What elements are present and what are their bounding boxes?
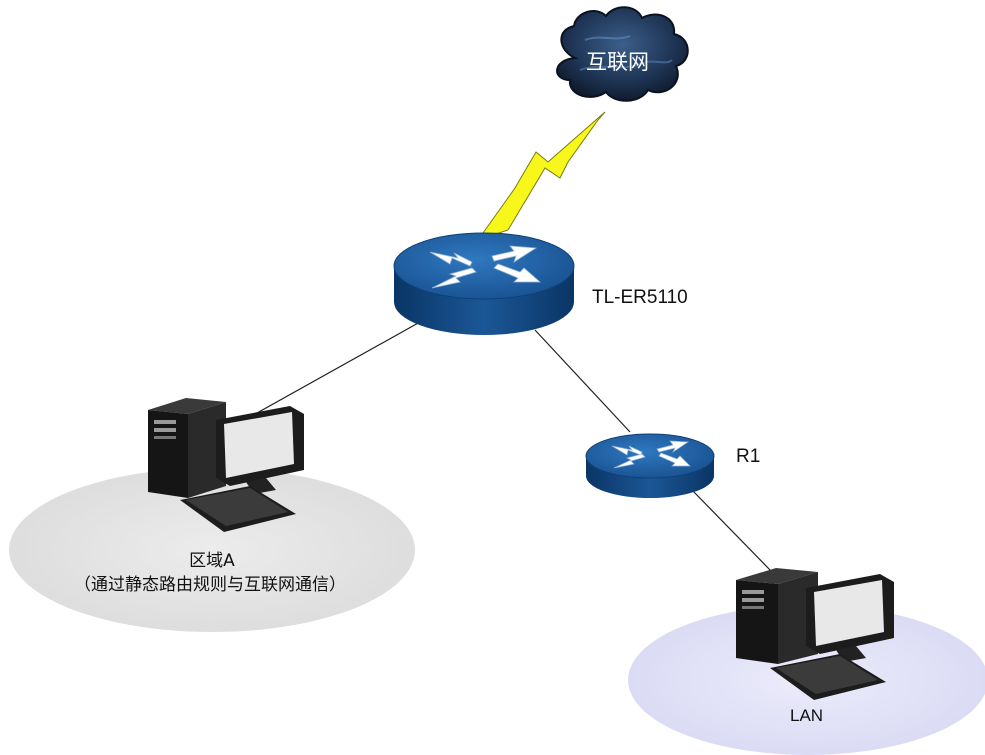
zone-area-a [9, 468, 415, 632]
router-tl-er5110-icon [393, 232, 575, 335]
internet-label: 互联网 [586, 50, 649, 74]
router-r1-icon [585, 433, 715, 498]
router-r1-label: R1 [736, 446, 761, 467]
zone-a-note: （通过静态路由规则与互联网通信） [74, 575, 346, 595]
zone-a-title: 区域A [189, 551, 235, 571]
link-r1-to-lan-pc [691, 489, 773, 573]
router-main-label: TL-ER5110 [592, 287, 688, 308]
computer-area-a-icon [148, 398, 304, 532]
internet-cloud-icon [556, 6, 689, 102]
link-main-to-r1 [534, 329, 631, 433]
wireless-link-bolt [476, 111, 606, 241]
zone-lan-title: LAN [790, 706, 824, 725]
computer-lan-icon [736, 568, 894, 700]
link-main-to-pc-a [247, 321, 421, 419]
